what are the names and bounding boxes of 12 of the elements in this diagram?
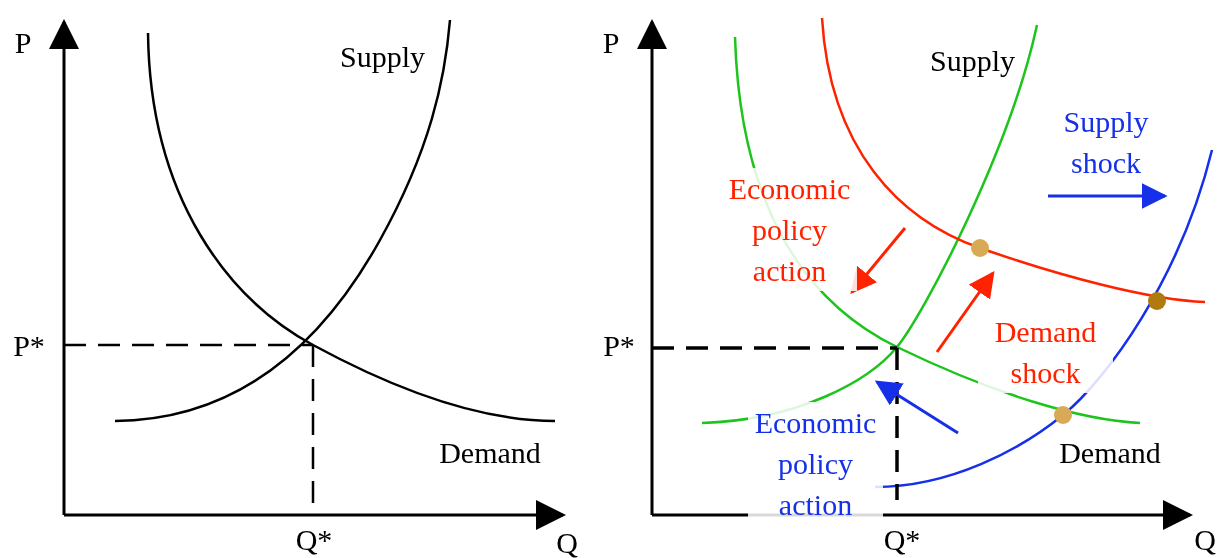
axis-label: Q* bbox=[882, 522, 922, 558]
curve-label: Demand bbox=[1058, 435, 1162, 471]
axis-label: P bbox=[13, 25, 33, 61]
curve-label: Supply bbox=[339, 39, 426, 75]
axis-label: P* bbox=[602, 328, 636, 364]
axis-label: Q bbox=[1193, 522, 1217, 558]
curve-label: Demand bbox=[438, 435, 542, 471]
curve-label: Supply bbox=[929, 43, 1016, 79]
axis-label: Q bbox=[555, 525, 579, 558]
axis-label: Q* bbox=[294, 522, 334, 558]
axis-label: P* bbox=[12, 328, 46, 364]
axis-label: P bbox=[601, 25, 621, 61]
